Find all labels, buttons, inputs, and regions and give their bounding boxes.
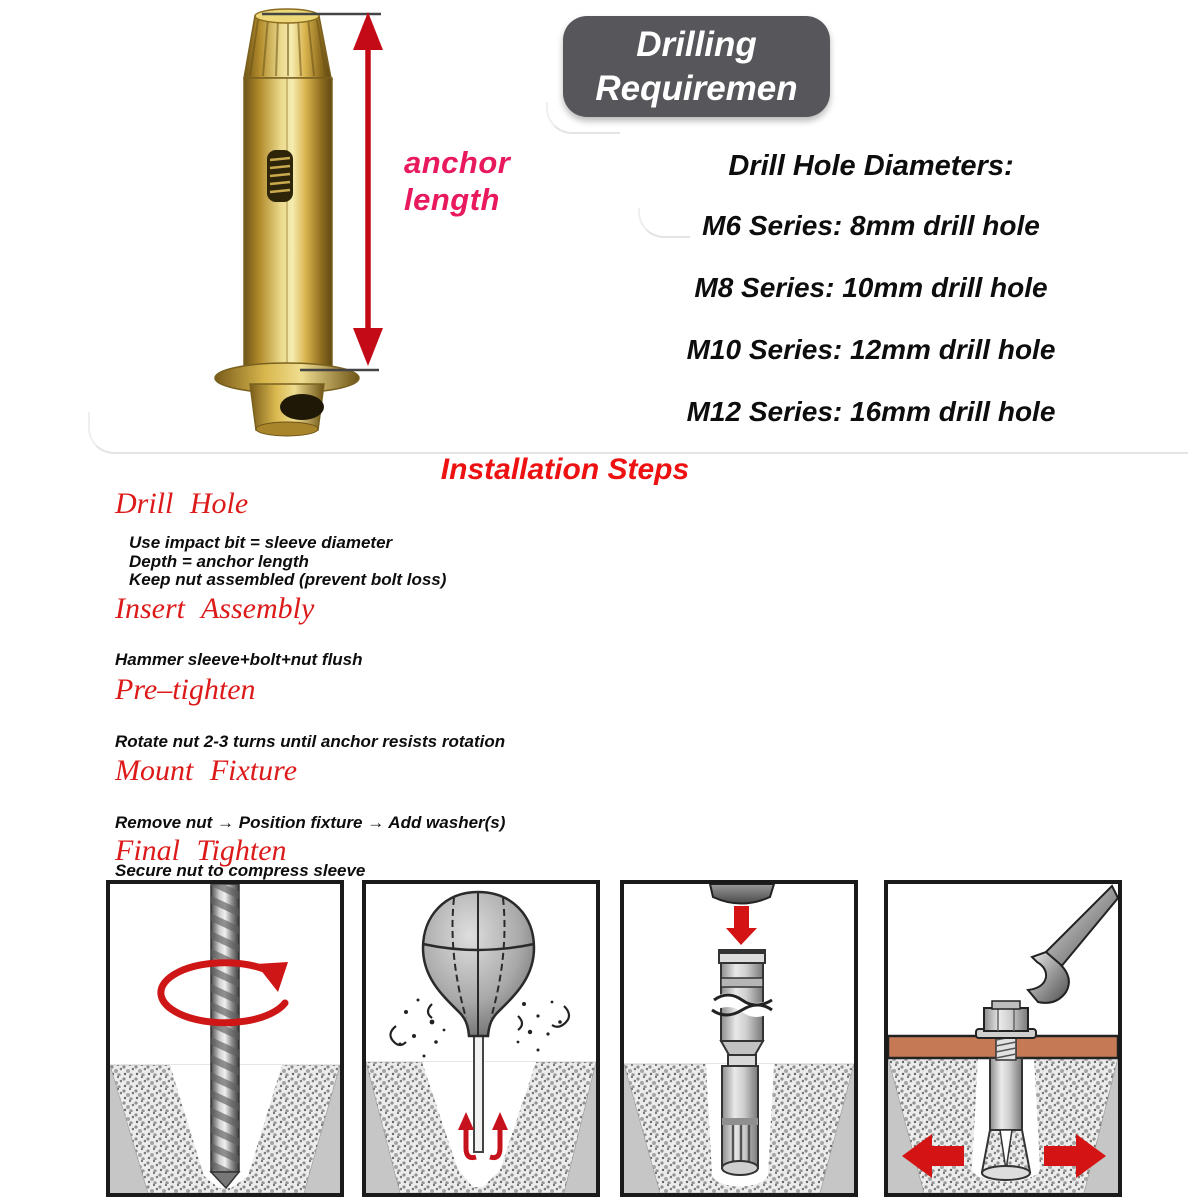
anchor-length-label: anchor length — [404, 145, 511, 217]
bolt-and-nut — [975, 1000, 1037, 1061]
step-title-drill-hole: Drill Hole — [115, 487, 249, 520]
panel-tighten-wrench — [884, 880, 1122, 1197]
blower-bulb — [421, 890, 536, 1038]
wrench — [1026, 884, 1118, 1004]
step-title-pre-tighten: Pre–tighten — [115, 673, 256, 706]
expansion-arrows — [902, 1134, 1106, 1178]
diam-item-m8: M8 Series: 10mm drill hole — [694, 272, 1048, 303]
hammer-head — [708, 884, 776, 905]
anchor-length-arrow — [353, 12, 383, 366]
blower-tube — [473, 1031, 484, 1153]
step-details-drill-hole: Use impact bit = sleeve diameter Depth =… — [129, 533, 447, 589]
bubble-edge-artifact — [546, 102, 620, 134]
step-title-mount-fixture: Mount Fixture — [115, 754, 298, 787]
step-detail-final-tighten: Secure nut to compress sleeve — [115, 861, 366, 880]
drill-diameters-heading: Drill Hole Diameters: — [728, 150, 1014, 182]
anchor-socket-hole — [280, 394, 324, 420]
drilling-requirement-title-box: Drilling Requiremen — [563, 16, 830, 117]
diam-item-m12: M12 Series: 16mm drill hole — [686, 396, 1056, 427]
step-detail-insert-assembly: Hammer sleeve+bolt+nut flush — [115, 650, 363, 669]
hammer-down-arrow — [726, 906, 757, 945]
rotation-arrow — [157, 959, 289, 1027]
break-gap — [712, 993, 772, 1017]
drilling-title-line1: Drilling — [636, 24, 757, 64]
step-detail-mount-fixture: Remove nut → Position fixture → Add wash… — [115, 813, 506, 832]
installation-steps-heading: Installation Steps — [440, 453, 690, 486]
blower-illustration — [366, 884, 596, 1193]
drill-bit — [209, 884, 241, 1190]
airflow-arrows — [463, 1124, 503, 1161]
drilling-title-line2: Requiremen — [595, 68, 798, 108]
wrench-jaw — [1026, 950, 1070, 1004]
wrench-tighten-illustration — [888, 884, 1118, 1193]
anchor-in-hole — [980, 1057, 1032, 1181]
drill-hole-diameters-block: Drill Hole Diameters: M6 Series: 8mm dri… — [622, 150, 1120, 457]
step-detail-pre-tighten: Rotate nut 2-3 turns until anchor resist… — [115, 732, 506, 751]
drill-illustration — [110, 884, 340, 1193]
anchor-assembly — [711, 949, 773, 1176]
panel-blow-out-dust — [362, 880, 600, 1197]
step-title-insert-assembly: Insert Assembly — [115, 592, 315, 625]
insert-anchor-illustration — [624, 884, 854, 1193]
panel-insert-anchor — [620, 880, 858, 1197]
diam-item-m6: M6 Series: 8mm drill hole — [702, 210, 1040, 241]
anchor-sleeve-body — [243, 77, 333, 375]
dust-particles — [389, 998, 571, 1058]
step-title-final-tighten: Final Tighten — [115, 834, 287, 867]
diam-item-m10: M10 Series: 12mm drill hole — [686, 334, 1056, 365]
sleeve-anchor-photo — [214, 8, 383, 437]
hex-nut — [983, 1007, 1029, 1032]
panel-drill-the-hole — [106, 880, 344, 1197]
bubble-edge-artifact — [88, 412, 1188, 454]
